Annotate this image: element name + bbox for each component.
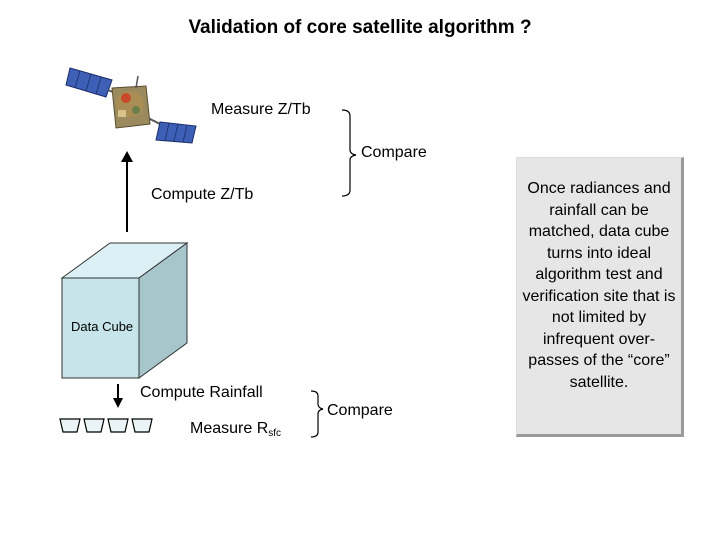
note-box: Once radiances and rainfall can be match… — [516, 157, 684, 437]
measure-r-label: Measure Rsfc — [190, 420, 281, 439]
compare-bracket-top — [342, 110, 356, 196]
compare-bottom-label: Compare — [327, 402, 393, 420]
data-cube-label: Data Cube — [71, 319, 133, 334]
down-arrow — [113, 384, 123, 408]
rain-gauge-icon — [60, 419, 152, 432]
compute-ztb-label: Compute Z/Tb — [151, 186, 253, 204]
compare-top-label: Compare — [361, 144, 427, 162]
data-cube — [62, 243, 187, 378]
compute-rainfall-label: Compute Rainfall — [140, 384, 263, 402]
measure-r-subscript: sfc — [268, 428, 281, 439]
up-arrow — [121, 151, 133, 232]
compare-bracket-bottom — [311, 391, 323, 437]
measure-ztb-label: Measure Z/Tb — [211, 101, 311, 119]
satellite-icon — [66, 68, 196, 143]
measure-r-text: Measure R — [190, 420, 268, 437]
note-text: Once radiances and rainfall can be match… — [517, 178, 681, 393]
